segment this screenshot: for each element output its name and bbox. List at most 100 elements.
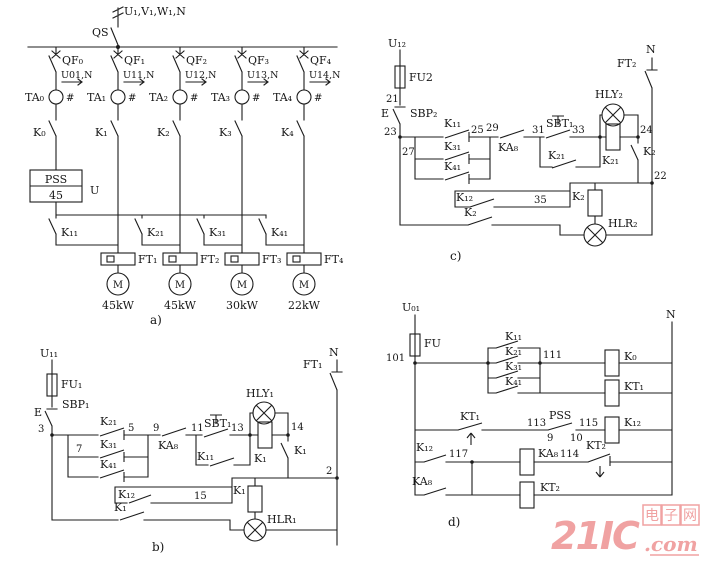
node-2: 2 [326,466,332,477]
lamp-hlr1-label: HLR₁ [267,513,297,526]
stop-sbp1-label: SBP₁ [62,398,89,411]
start-sbt1-label-c: SBT₁ [546,117,573,130]
caption-c: c) [450,249,461,263]
ct-mark-1: # [128,93,136,104]
fuse-fu1-label: FU₁ [61,378,82,391]
watermark-cn-box-1 [642,504,662,526]
node-dot-c4 [650,181,654,185]
coil-ka8-label: KA₈ [538,447,559,460]
hold-k11-label: K₁₁ [197,450,214,463]
soft-starter-rating: 45 [49,189,63,202]
lamp-hlr2 [583,223,607,247]
breaker-qf3-label: QF₃ [248,54,269,67]
interlock-k31-label: K₃₁ [100,438,117,451]
lamp-hly2-label: HLY₂ [595,88,623,101]
contactor-k1-label: K₁ [95,126,108,139]
bypass-k31-label: K₃₁ [209,226,226,239]
overload-ft1-contact [329,372,338,391]
diagram-a: U₁,V₁,W₁,N QS QF₀ QF₁ QF₂ QF₃ QF₄ U01,N … [25,5,344,327]
coil-k12-label: K₁₂ [624,416,641,429]
parallel-k11-label: K₁₁ [505,330,522,343]
k12-contact-d [423,454,447,463]
interlock-k21-contact [99,427,125,440]
ka8-ready-contact [161,427,187,437]
ct-mark-2: # [190,93,198,104]
neutral-label-d: N [666,308,676,321]
motor-3-letter: M [237,280,247,291]
soft-starter-box [29,169,83,203]
overload-ft2-label-c: FT₂ [617,57,636,70]
coil-k12 [604,416,620,444]
overload-ft3-label: FT₃ [262,253,281,266]
node-115: 115 [579,418,598,429]
overload-ft2-contact [644,70,653,89]
node-29: 29 [486,123,499,134]
node-dot-b3 [286,433,290,437]
node-dot-b4 [335,476,339,480]
node-25: 25 [471,125,484,136]
motor-1-symbol [106,272,130,296]
lamp-hly1 [252,401,276,425]
wires-a [27,6,338,274]
watermark-brand-text: 21IC [551,514,640,558]
hold-k11-contact [209,457,235,467]
start-button-sbt1-contact-c [545,115,571,139]
ka8-contact-d [423,487,447,496]
motor-2-letter: M [175,280,185,291]
start-button-sbt1-contact [203,414,229,438]
fuse-fu0 [409,333,421,357]
ct-ta3 [234,89,250,105]
bridge-k12-contact-c [469,198,495,208]
node-9: 9 [153,423,159,434]
neutral-label-c: N [646,43,656,56]
bridge-k12-label: K₁₂ [118,488,135,501]
node-101: 101 [386,353,405,364]
node-dot-d1 [413,361,417,365]
node-11: 11 [191,423,204,434]
wires-d [414,314,673,496]
node-dot-b2 [248,433,252,437]
ct-ta0 [48,89,64,105]
overload-ft3-symbol [224,252,260,266]
breaker-qf4-label: QF₄ [310,54,332,67]
watermark-cn-box-3 [680,504,700,526]
hold-k21-contact [551,159,577,169]
contactor-k2-label: K₂ [157,126,170,139]
supply-label: U₁,V₁,W₁,N [124,5,186,18]
phase-u01-label: U₀₁ [402,301,420,314]
parallel-k21-label: K₂₁ [505,345,522,358]
parallel-k31-label: K₃₁ [505,360,522,373]
coil-kt1 [604,379,620,407]
node-7: 7 [76,444,82,455]
kt2-contact-label: KT₂ [586,439,606,452]
node-22: 22 [654,171,667,182]
coil-k0-label: K₀ [624,350,637,363]
interlock-k31-contact-c [444,151,470,164]
phase-u11-label: U₁₁ [40,347,58,360]
kt2-delay-contact [587,453,611,478]
ka8-ready-label-c: KA₈ [498,141,519,154]
node-dot-c2 [598,135,602,139]
node-21: 21 [386,94,399,105]
node-113: 113 [527,418,546,429]
coil-k0 [604,349,620,377]
pss-output-contact [547,422,573,431]
overload-ft1-label-b: FT₁ [303,358,322,371]
contactor-k0-label: K₀ [33,126,46,139]
ct-ta0-label: TA₀ [25,91,45,104]
motor-4-symbol [292,272,316,296]
overload-ft4-symbol [286,252,322,266]
parallel-k11-contact [495,340,519,349]
estop-mark-b: E [34,406,42,419]
coil-k21-main [605,123,621,151]
feeder-2-label: U12,N [185,70,216,81]
contactor-k4-label: K₄ [281,126,294,139]
k12-contact-label-d: K₁₂ [416,441,433,454]
diagram-c: U₁₂ FU2 21 E SBP₂ 23 K₁₁ 25 29 27 K₃₁ K₄… [381,37,667,263]
neutral-label-b: N [329,346,339,359]
bridge-k12-contact [128,494,152,504]
watermark-cn-char-3: 网 [683,508,697,524]
node-14: 14 [291,422,304,433]
node-114: 114 [560,449,579,460]
